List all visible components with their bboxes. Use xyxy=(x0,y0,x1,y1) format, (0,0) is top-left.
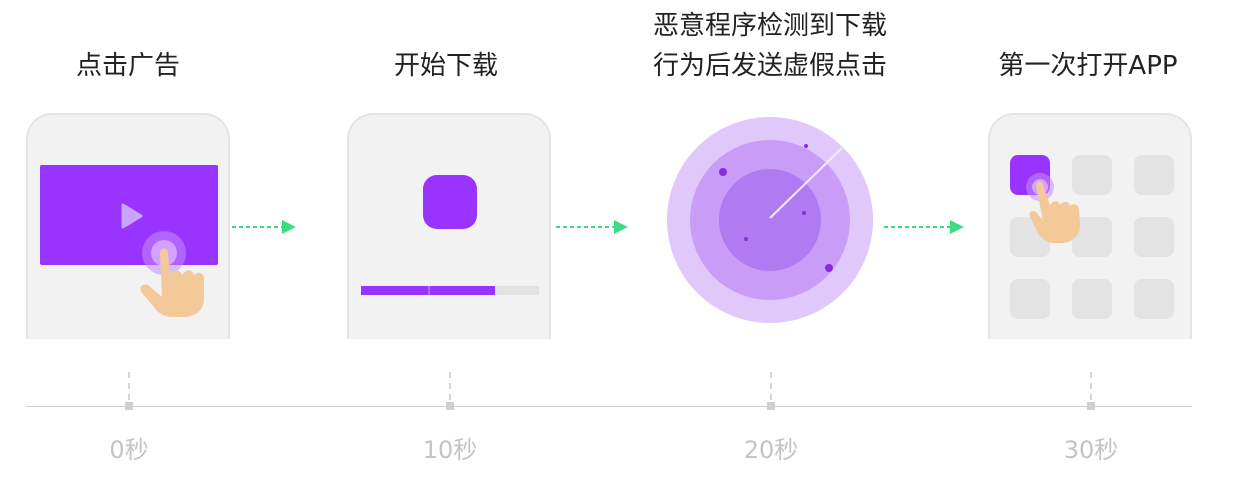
app-icon-placeholder xyxy=(1072,155,1112,195)
play-icon xyxy=(121,203,143,229)
timeline-tick xyxy=(449,372,451,400)
timeline-marker xyxy=(1087,402,1095,410)
arrow-right-icon xyxy=(556,220,628,234)
download-progress-fill xyxy=(361,286,495,295)
time-label-20: 20秒 xyxy=(743,436,799,464)
hand-pointer-icon xyxy=(140,231,204,317)
timeline-tick xyxy=(1090,372,1092,400)
app-icon-placeholder xyxy=(1134,217,1174,257)
timeline-marker xyxy=(767,402,775,410)
timeline-marker xyxy=(446,402,454,410)
app-icon xyxy=(423,175,477,229)
radar-icon xyxy=(667,117,873,323)
time-label-10: 10秒 xyxy=(422,436,478,464)
time-label-30: 30秒 xyxy=(1063,436,1119,464)
video-ad[interactable] xyxy=(40,165,218,265)
app-icon-placeholder xyxy=(1134,279,1174,319)
arrow-right-icon xyxy=(884,220,964,234)
timeline-marker xyxy=(125,402,133,410)
step-title-fake-click: 恶意程序检测到下载 行为后发送虚假点击 xyxy=(652,11,887,81)
app-icon-placeholder xyxy=(1134,155,1174,195)
timeline-axis xyxy=(26,406,1192,407)
download-progress-bar xyxy=(361,286,539,295)
timeline-tick xyxy=(770,372,772,400)
phone-home xyxy=(988,113,1192,339)
phone-download xyxy=(347,113,551,339)
step-title-click-ad: 点击广告 xyxy=(75,51,180,81)
phone-ad xyxy=(26,113,230,339)
app-icon-placeholder xyxy=(1010,279,1050,319)
step-title-first-open: 第一次打开APP xyxy=(998,51,1178,81)
time-label-0: 0秒 xyxy=(109,436,149,464)
timeline-tick xyxy=(128,372,130,400)
app-icon-placeholder xyxy=(1072,279,1112,319)
step-title-start-download: 开始下载 xyxy=(393,51,498,81)
arrow-right-icon xyxy=(232,220,296,234)
hand-pointer-icon xyxy=(1026,173,1080,243)
